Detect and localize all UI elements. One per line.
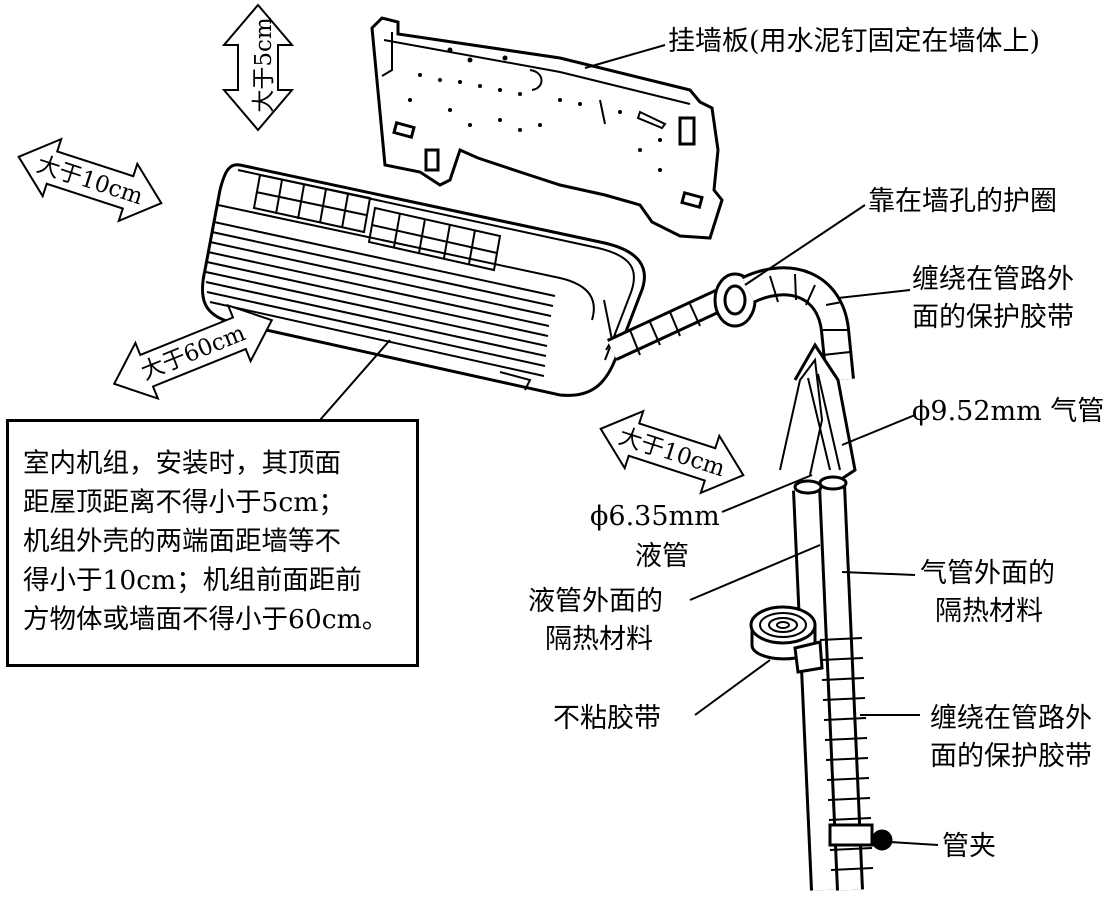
- wall-plate-label: 挂墙板(用水泥钉固定在墙体上): [668, 26, 1040, 57]
- pipe-assembly: [606, 266, 893, 891]
- liquid-pipe-label-1: ϕ6.35mm: [590, 501, 720, 532]
- clearance-left-label: 大于10cm: [33, 152, 146, 211]
- nonstick-tape-label: 不粘胶带: [553, 703, 661, 734]
- tape-top-label-1: 缠绕在管路外: [912, 264, 1074, 295]
- plate-holes: [408, 47, 662, 172]
- gas-insulation-label-1: 气管外面的: [920, 558, 1055, 589]
- gas-insulation-label-2: 隔热材料: [935, 596, 1043, 627]
- wall-mounting-plate: [370, 16, 724, 240]
- clamp-label: 管夹: [942, 831, 996, 862]
- tape-top-label-2: 面的保护胶带: [912, 302, 1074, 333]
- clearance-top-label: 大于5cm: [251, 17, 277, 113]
- clearance-right-label: 大于10cm: [615, 424, 728, 483]
- liquid-insulation-label-1: 液管外面的: [528, 586, 663, 617]
- clearance-arrow-left: 大于10cm: [17, 137, 163, 223]
- gas-pipe-label: ϕ9.52mm 气管: [912, 396, 1104, 427]
- wall-hole-ring-label: 靠在墙孔的护圈: [868, 186, 1057, 217]
- clearance-arrow-top: 大于5cm: [221, 3, 295, 132]
- installation-note-box: 室内机组，安装时，其顶面 距屋顶距离不得小于5cm； 机组外壳的两端面距墙等不 …: [6, 419, 419, 667]
- tape-bottom-label-1: 缠绕在管路外: [930, 703, 1092, 734]
- liquid-insulation-label-2: 隔热材料: [545, 624, 653, 655]
- leader-lines: [319, 44, 939, 846]
- labels: 挂墙板(用水泥钉固定在墙体上) 靠在墙孔的护圈 缠绕在管路外 面的保护胶带 ϕ9…: [528, 26, 1104, 862]
- tape-bottom-label-2: 面的保护胶带: [930, 741, 1092, 772]
- clearance-arrow-right: 大于10cm: [599, 409, 745, 495]
- liquid-pipe-label-2: 液管: [635, 541, 689, 572]
- nonstick-tape-roll: [749, 605, 824, 674]
- indoor-unit: [200, 163, 646, 397]
